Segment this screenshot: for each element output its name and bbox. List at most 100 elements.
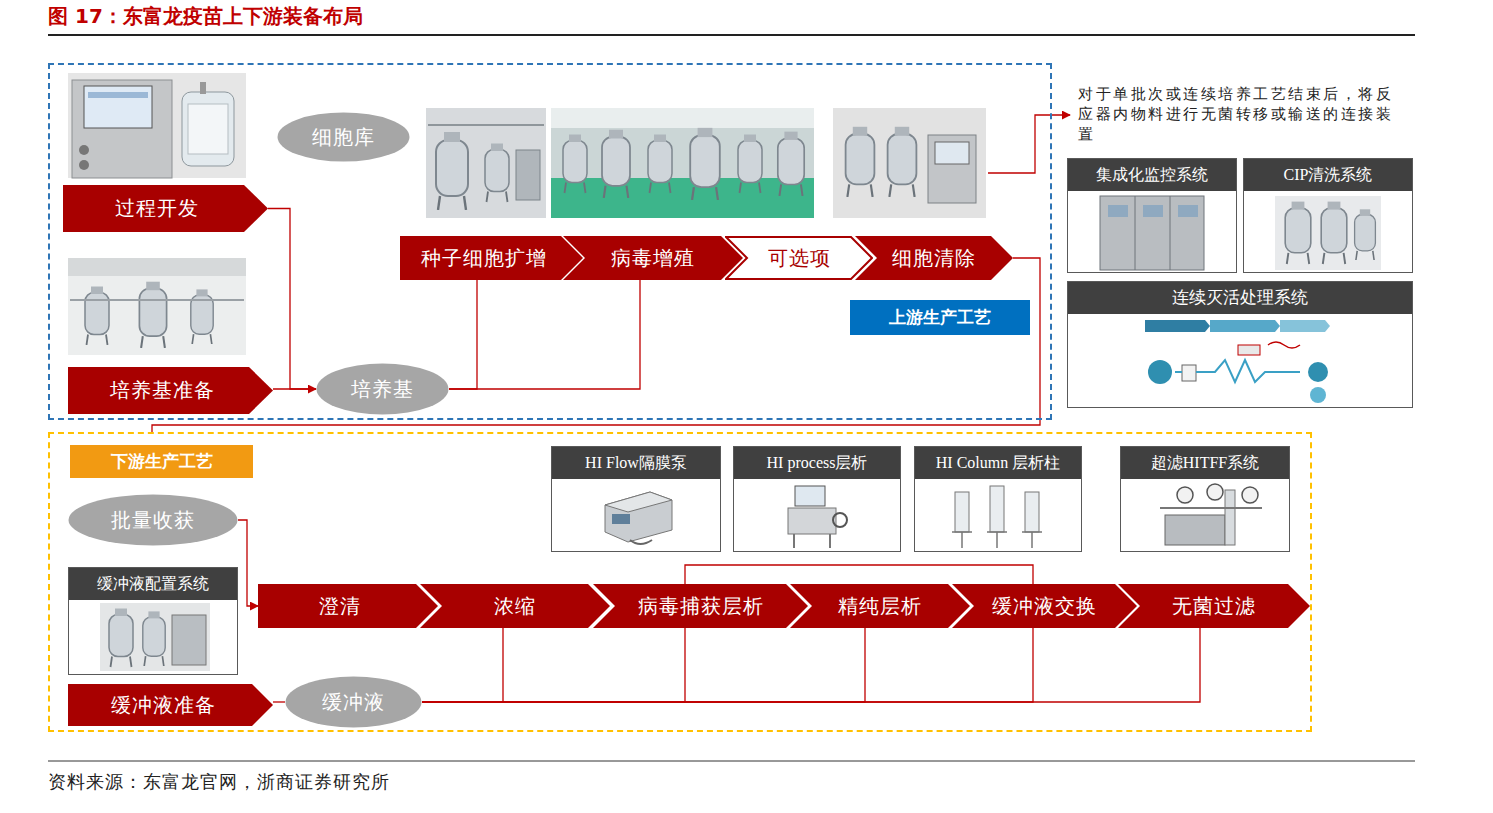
- step-text: 种子细胞扩增: [421, 245, 547, 272]
- process-step: 培养基准备: [68, 367, 273, 414]
- panel-header: 超滤HITFF系统: [1121, 447, 1289, 479]
- process-step: 无菌过滤: [1118, 584, 1310, 628]
- chevron-fill: [400, 236, 583, 280]
- process-step: 病毒捕获层析: [593, 584, 808, 628]
- material-ellipse: 缓冲液: [285, 676, 422, 728]
- connector-line: [449, 280, 640, 389]
- connector-line: [422, 628, 685, 702]
- material-ellipse: 批量收获: [68, 494, 238, 546]
- process-step: 缓冲液交换: [952, 584, 1137, 628]
- source-caption: 资料来源：东富龙官网，浙商证券研究所: [48, 770, 390, 794]
- step-text: 批量收获: [111, 507, 195, 534]
- equipment-panel: 连续灭活处理系统: [1067, 281, 1413, 408]
- schematic-inactivation: [1145, 320, 1330, 403]
- photo-diaphragm-pump: [605, 492, 672, 544]
- chevron-fill: [68, 367, 273, 414]
- ellipse-fill: [69, 495, 238, 546]
- note-text: 对于单批次或连续培养工艺结束后，将反应器内物料进行无菌转移或输送的连接装置: [1078, 84, 1403, 144]
- chevron-fill: [1118, 584, 1310, 628]
- step-text: 缓冲液交换: [992, 593, 1097, 620]
- step-text: 过程开发: [115, 195, 199, 222]
- connector-line: [422, 628, 865, 702]
- material-ellipse: 培养基: [316, 363, 449, 415]
- chevron-fill: [952, 584, 1137, 628]
- chevron-fill: [68, 684, 273, 726]
- step-text: 精纯层析: [838, 593, 922, 620]
- step-text: 无菌过滤: [1172, 593, 1256, 620]
- panel-header: HI process层析: [734, 447, 900, 479]
- step-text: 浓缩: [494, 593, 536, 620]
- ellipse-fill: [278, 113, 410, 162]
- panel-header: 缓冲液配置系统: [69, 568, 237, 600]
- equipment-panel: CIP清洗系统: [1243, 158, 1413, 273]
- step-text: 缓冲液: [322, 689, 385, 716]
- connector-line: [273, 388, 316, 389]
- connector-line: [422, 628, 1200, 702]
- step-text: 澄清: [319, 593, 361, 620]
- process-region: 上游生产工艺 过程开发 细胞库培养基准备 培养基 种子细胞扩增 病毒增殖 可选项 细胞清除: [48, 63, 1052, 420]
- process-step: 病毒增殖: [563, 236, 743, 280]
- chevron-fill: [593, 584, 808, 628]
- callout-arrow: [988, 115, 1070, 173]
- photo-bioreactor: [68, 73, 246, 178]
- photo-plant-hall: [551, 108, 814, 218]
- region-label: 上游生产工艺: [850, 300, 1030, 335]
- connector-line: [152, 258, 1040, 432]
- chevron-fill: [855, 236, 1013, 280]
- region-label: 下游生产工艺: [70, 445, 253, 478]
- equipment-panel: 集成化监控系统: [1067, 158, 1237, 273]
- step-text: 缓冲液准备: [111, 692, 216, 719]
- connector-line: [238, 520, 258, 606]
- chevron-fill: [563, 236, 743, 280]
- connector-line: [268, 209, 316, 390]
- chevron-fill: [258, 584, 438, 628]
- panel-header: HI Column 层析柱: [915, 447, 1081, 479]
- process-step: 精纯层析: [790, 584, 970, 628]
- ellipse-fill: [286, 677, 422, 728]
- process-step: 细胞清除: [855, 236, 1013, 280]
- photo-columns: [952, 486, 1042, 548]
- step-text: 病毒增殖: [611, 245, 695, 272]
- connector-line: [449, 280, 477, 389]
- chevron-fill: [420, 584, 610, 628]
- connector-line: [422, 628, 1033, 702]
- panel-header: 连续灭活处理系统: [1068, 282, 1412, 314]
- process-step: 种子细胞扩增: [400, 236, 583, 280]
- panel-header: 集成化监控系统: [1068, 159, 1236, 191]
- photo-chromatography-system: [788, 486, 847, 548]
- equipment-panel: 缓冲液配置系统: [68, 567, 238, 675]
- step-text: 培养基准备: [110, 377, 215, 404]
- equipment-panel: HI process层析: [733, 446, 901, 552]
- panel-header: CIP清洗系统: [1244, 159, 1412, 191]
- step-text: 细胞清除: [892, 245, 976, 272]
- photo-media-prep: [68, 258, 246, 355]
- process-step: 缓冲液准备: [68, 684, 273, 726]
- connector-line: [685, 565, 1033, 584]
- equipment-panel: HI Column 层析柱: [914, 446, 1082, 552]
- step-text: 可选项: [768, 245, 831, 272]
- chevron-fill: [726, 237, 872, 279]
- caption-rule: [48, 761, 1415, 762]
- step-text: 病毒捕获层析: [638, 593, 764, 620]
- step-text: 细胞库: [312, 124, 375, 151]
- title-rule: [48, 34, 1415, 36]
- process-step: 过程开发: [63, 185, 268, 232]
- connector-line: [422, 628, 503, 702]
- photo-buffer-prep: [100, 603, 210, 671]
- connector-line: [273, 701, 285, 702]
- chevron-fill: [63, 185, 268, 232]
- process-step: 可选项: [725, 236, 873, 280]
- equipment-panel: HI Flow隔膜泵: [551, 446, 721, 552]
- process-step: 浓缩: [420, 584, 610, 628]
- equipment-panel: 超滤HITFF系统: [1120, 446, 1290, 552]
- photo-cell-removal: [833, 108, 986, 218]
- photo-control-cabinet: [1100, 196, 1204, 270]
- photo-seed-reactors: [426, 108, 546, 218]
- photo-ultrafiltration: [1160, 484, 1262, 545]
- step-text: 培养基: [351, 376, 414, 403]
- chevron-fill: [790, 584, 970, 628]
- ellipse-fill: [317, 364, 449, 415]
- process-step: 澄清: [258, 584, 438, 628]
- process-region: 下游生产工艺批量收获缓冲液配置系统缓冲液准备 缓冲液 澄清 浓缩 病毒捕获层析 精纯层析 缓…: [48, 432, 1312, 732]
